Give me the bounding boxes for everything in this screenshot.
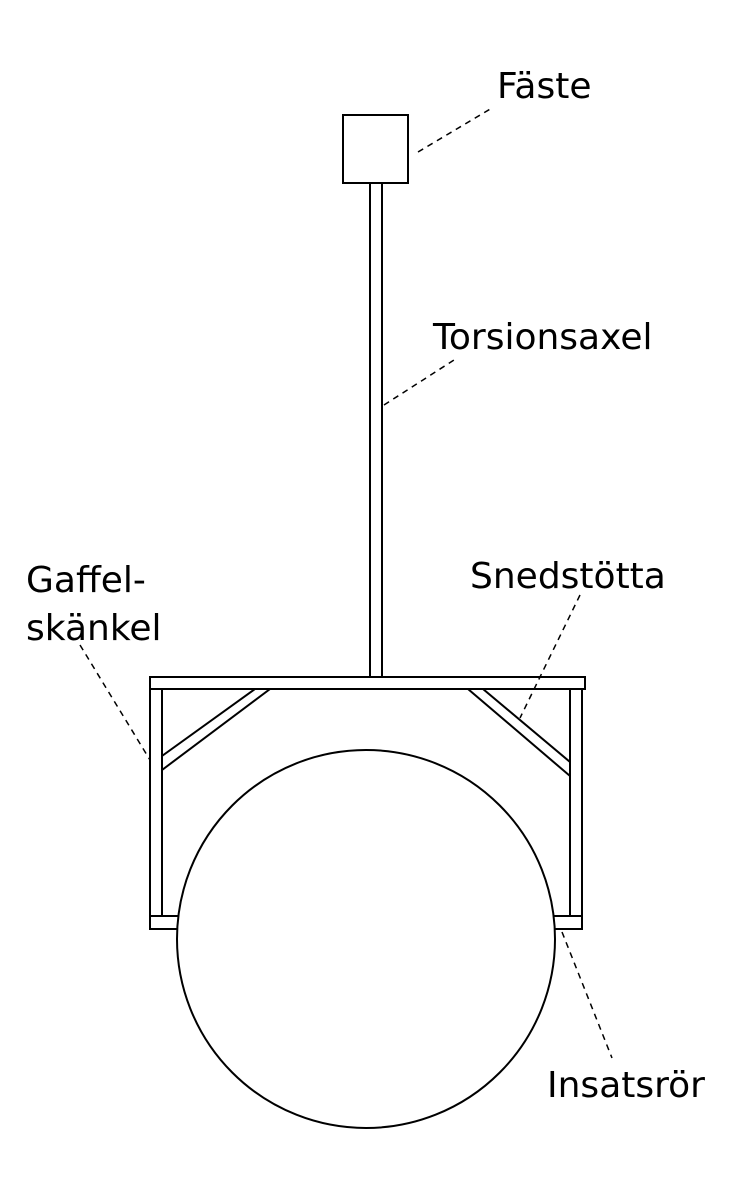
label-snedstotta: Snedstötta: [470, 556, 666, 597]
cross-plate: [149, 676, 586, 690]
right-diagonal-brace: [465, 688, 571, 779]
leader-torsionsaxel: [383, 359, 455, 406]
label-gaffel-line1: Gaffel-: [26, 560, 146, 601]
leader-snedstotta: [519, 594, 581, 719]
mount-block: [342, 114, 409, 184]
left-fork-leg: [149, 688, 163, 930]
left-insert-foot: [149, 915, 181, 930]
label-gaffel-line2: skänkel: [26, 608, 162, 649]
torsion-shaft: [369, 182, 383, 678]
leader-faste: [417, 107, 493, 153]
right-fork-leg: [569, 688, 583, 930]
left-diagonal-brace: [161, 688, 273, 772]
insert-tube-circle: [176, 749, 556, 1129]
leader-gaffelskankel: [79, 644, 151, 761]
leader-insatsror: [561, 931, 613, 1059]
label-torsionsaxel: Torsionsaxel: [432, 317, 652, 358]
label-faste: Fäste: [497, 66, 591, 107]
label-insatsror: Insatsrör: [547, 1065, 705, 1106]
